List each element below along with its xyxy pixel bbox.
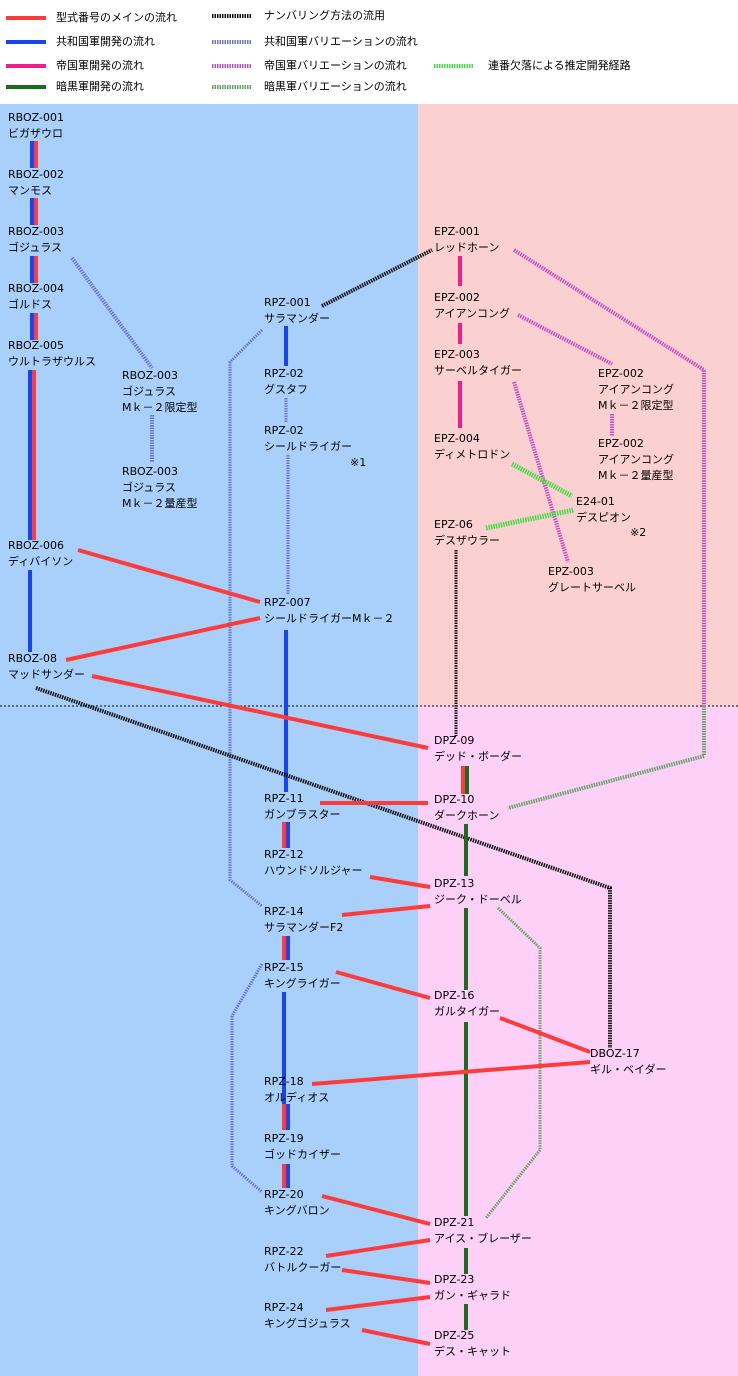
numbering-salamander-redhorn — [321, 248, 433, 308]
note-1: ※1 — [350, 456, 367, 469]
missing-path-1 — [510, 461, 574, 499]
king-liger-variation-line — [230, 963, 264, 1194]
redhorn-darkhorn-dark-line — [507, 706, 706, 810]
republic-zone — [0, 104, 418, 1376]
redhorn-darkhorn-line — [512, 248, 706, 706]
republic-main-column — [28, 141, 38, 652]
ironkong-mk2-limited-line — [517, 313, 613, 366]
empire-zone — [418, 104, 738, 706]
main-flow-connectors — [65, 548, 591, 1346]
dark-empire-zone — [418, 706, 738, 1376]
numbering-madthunder-gilvader — [35, 686, 612, 1048]
salamander-variation-line — [228, 328, 264, 908]
great-saber-line — [512, 381, 570, 563]
dark-column — [461, 766, 469, 1330]
republic-rpz-column — [282, 326, 290, 1188]
gojulas-variation-line — [70, 256, 154, 370]
legend: 型式番号のメインの流れ 共和国軍開発の流れ 帝国軍開発の流れ 暗黒軍開発の流れ … — [0, 0, 738, 104]
zeek-doberman-variation-line — [484, 906, 542, 1219]
note-2: ※2 — [630, 526, 647, 539]
